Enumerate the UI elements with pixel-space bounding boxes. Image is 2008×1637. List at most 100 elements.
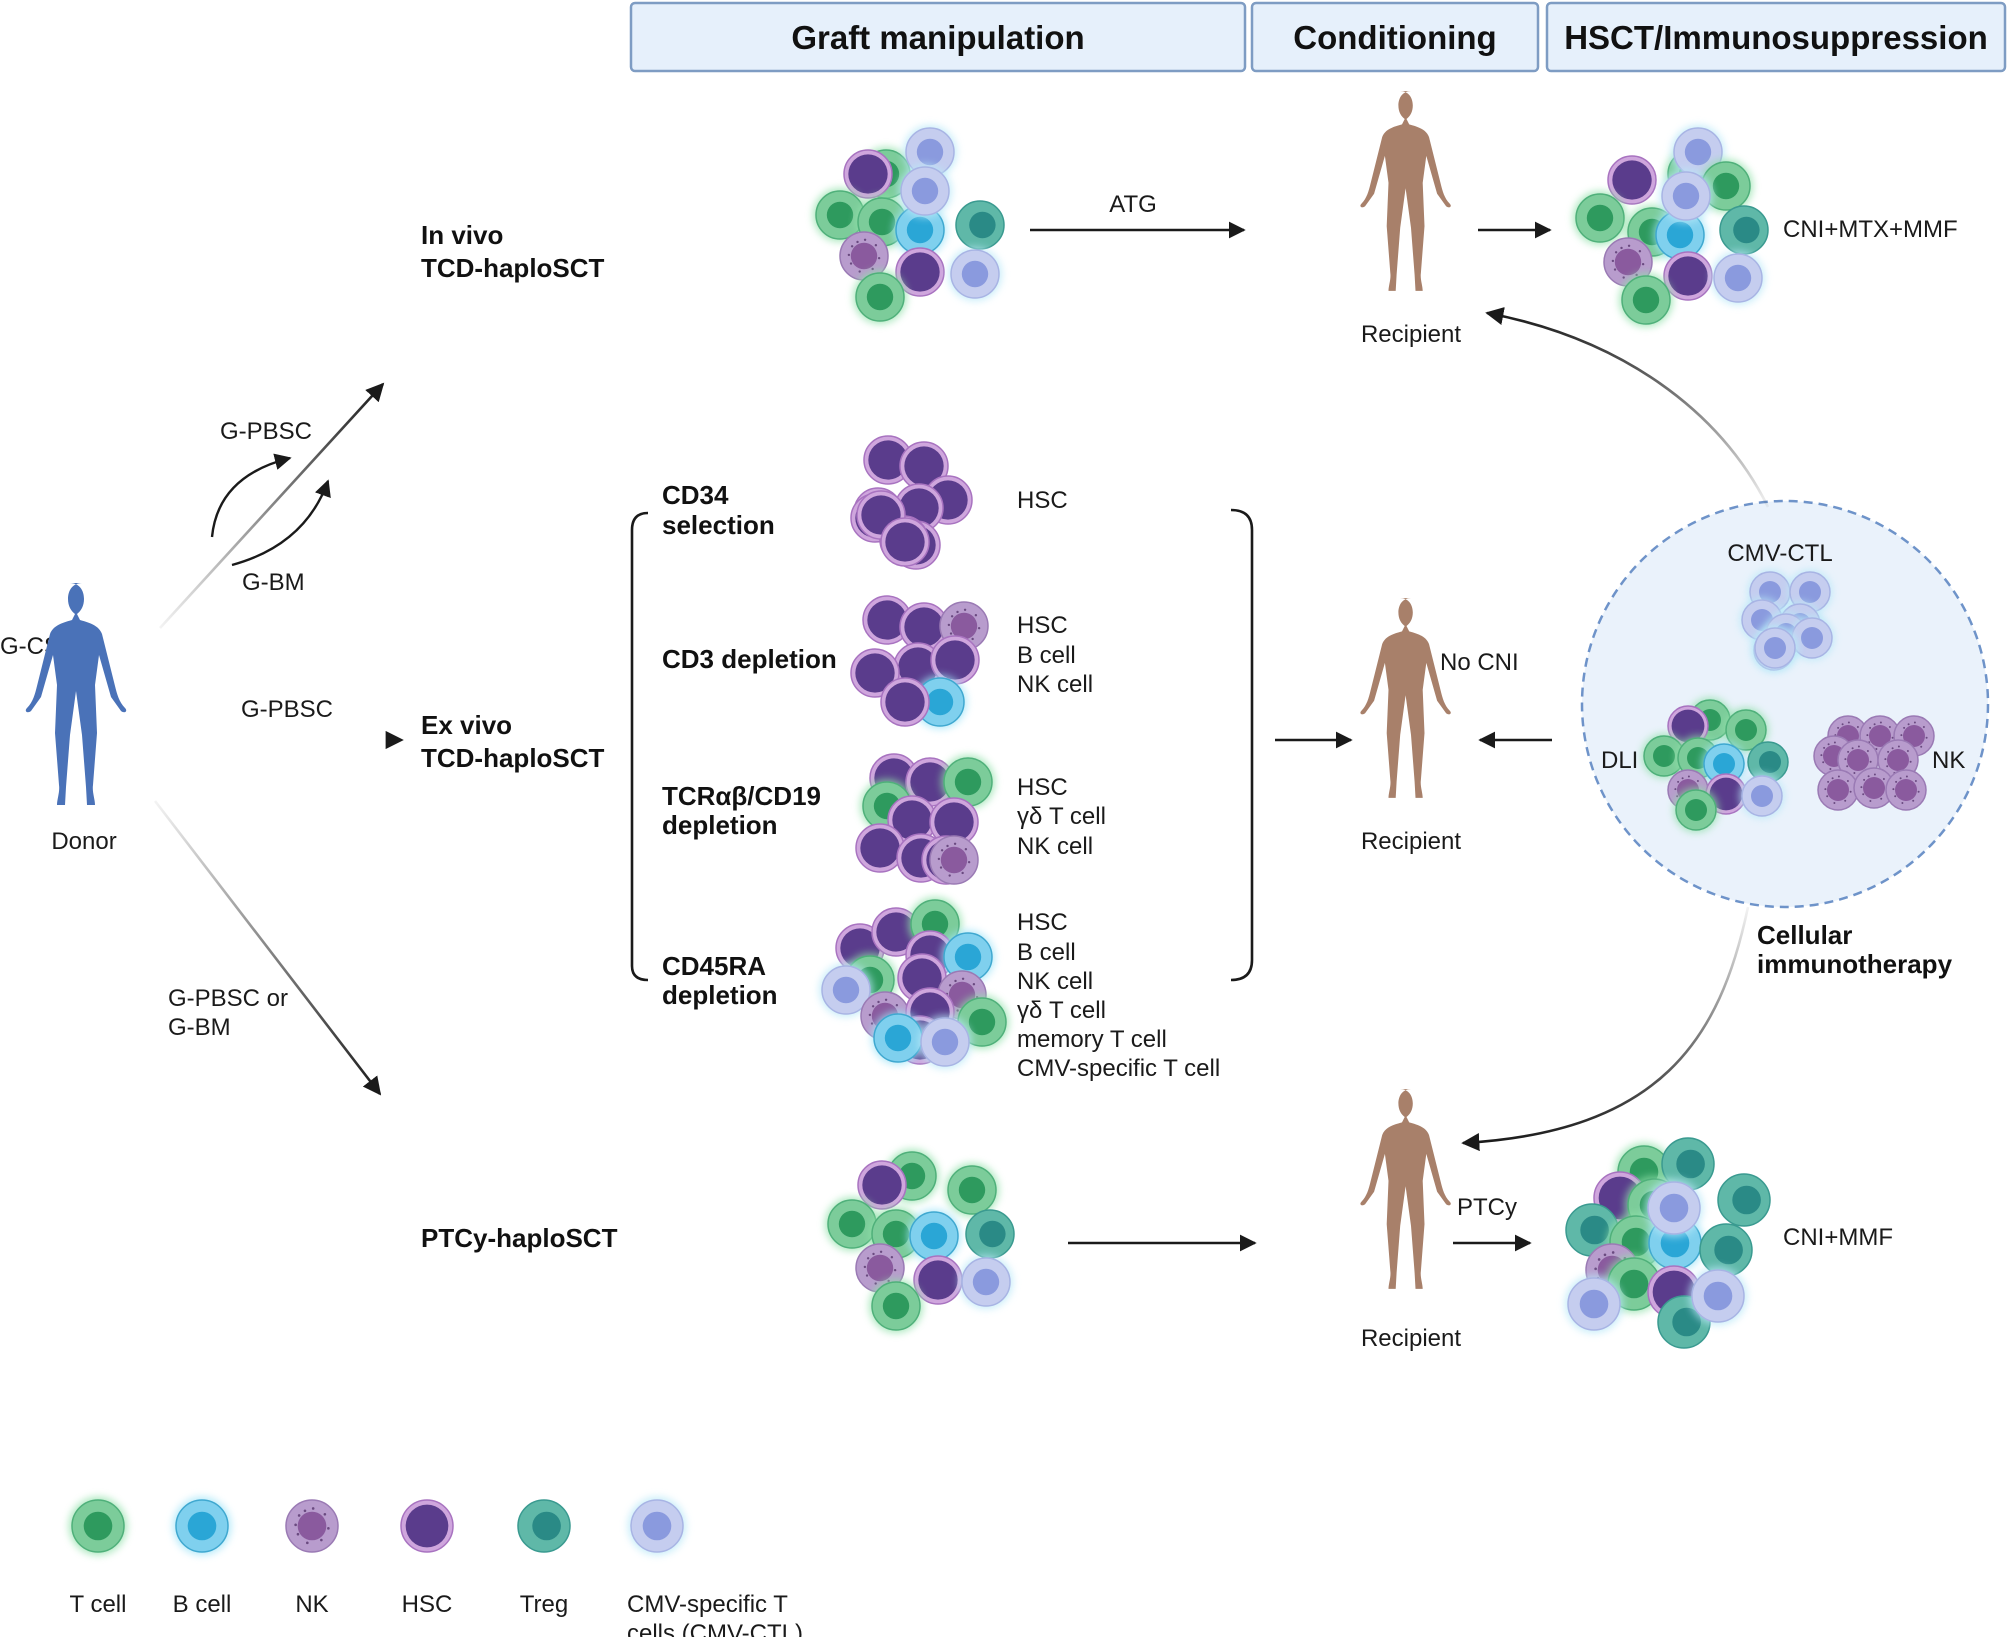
recipient-figure-icon <box>1360 1089 1451 1289</box>
invivo-graft-cluster <box>813 125 1005 324</box>
recipient-figure-icon <box>1360 91 1451 291</box>
hsc-cell-icon <box>843 149 893 199</box>
legend-label: NK <box>295 1591 328 1618</box>
hsc-cell-icon <box>857 1160 907 1210</box>
bcell-cell-icon <box>1701 741 1747 787</box>
exvivo-title-2: TCD-haploSCT <box>421 743 605 773</box>
tcell-cell-icon <box>1723 707 1769 753</box>
header-graft-manipulation: Graft manipulation <box>629 1 1247 73</box>
bcell-cell-icon <box>893 203 947 257</box>
treg-cell-icon <box>1717 1173 1771 1227</box>
hsc-cell-icon <box>1607 155 1657 205</box>
cmv-ctl-label: CMV-CTL <box>1727 540 1832 567</box>
donor-to-invivo-arrow <box>159 382 385 629</box>
tcrab-cell-0: HSC <box>1017 774 1068 801</box>
treg-cell-icon <box>965 1209 1015 1259</box>
hsc-cell-icon <box>887 795 937 845</box>
cmv-cell-icon <box>1752 625 1798 671</box>
ptcy-post-cluster <box>1564 1137 1771 1349</box>
hsc-cell-icon <box>855 823 905 873</box>
nk-cell-icon <box>839 231 889 281</box>
tcrab-cell-1: γδ T cell <box>1017 803 1106 830</box>
bcell-cell-icon <box>907 1209 961 1263</box>
cd45ra-graft-cluster <box>819 897 1009 1069</box>
hsc-cell-icon <box>899 441 949 491</box>
cd3-cell-2: NK cell <box>1017 671 1093 698</box>
invivo-title-1: In vivo <box>421 220 503 250</box>
ptcy-recipient-label: Recipient <box>1361 1325 1461 1352</box>
exvivo-right-bracket <box>1230 508 1254 982</box>
nk-cell-icon <box>1817 769 1859 811</box>
method-cd34-2: selection <box>662 510 775 540</box>
dli-cluster <box>1641 697 1789 833</box>
legend-label: HSC <box>402 1591 453 1618</box>
cd45ra-cell-3: γδ T cell <box>1017 997 1106 1024</box>
cmv-cell-icon <box>1789 615 1835 661</box>
tcell-cell-icon <box>68 1496 128 1556</box>
cmv-cell-icon <box>819 963 873 1017</box>
legend-label: B cell <box>173 1591 232 1618</box>
tcell-cell-icon <box>1641 733 1687 779</box>
ptcy-source-label-2: G-BM <box>168 1014 231 1041</box>
method-tcrab-2: depletion <box>662 810 778 840</box>
bm-curve-arrow <box>231 479 331 567</box>
cmv-cell-icon <box>948 247 1002 301</box>
treg-cell-icon <box>1699 1223 1753 1277</box>
cd45ra-cell-1: B cell <box>1017 939 1076 966</box>
hsc-cell-icon <box>400 1499 454 1553</box>
exvivo-pbsc-label: G-PBSC <box>241 696 333 723</box>
invivo-pbsc-label: G-PBSC <box>220 418 312 445</box>
treg-cell-icon <box>1747 741 1789 783</box>
treg-cell-icon <box>955 200 1005 250</box>
legend-label: CMV-specific T <box>627 1591 788 1618</box>
hsc-cell-icon <box>895 247 945 297</box>
hsc-cell-icon <box>880 677 930 727</box>
cmv-ctl-cluster <box>1739 569 1835 673</box>
ptcy-graft-cluster <box>825 1149 1015 1333</box>
cd3-cell-1: B cell <box>1017 642 1076 669</box>
cellular-to-invivo-arc <box>1485 307 1770 508</box>
legend-label: T cell <box>70 1591 127 1618</box>
header-conditioning-label: Conditioning <box>1293 19 1496 56</box>
tcell-cell-icon <box>941 755 995 809</box>
legend-label: cells (CMV-CTL) <box>627 1620 803 1637</box>
header-hsct: HSCT/Immunosuppression <box>1545 1 2007 73</box>
method-tcrab-1: TCRαβ/CD19 <box>662 781 821 811</box>
hsc-cell-icon <box>850 648 900 698</box>
cellular-to-ptcy-arc <box>1461 906 1750 1152</box>
method-cd3: CD3 depletion <box>662 644 837 674</box>
tcell-cell-icon <box>945 1163 999 1217</box>
ptcy-immuno-label: CNI+MMF <box>1783 1224 1893 1251</box>
dli-label: DLI <box>1601 747 1638 774</box>
header-hsct-label: HSCT/Immunosuppression <box>1564 19 1988 56</box>
cmv-cell-icon <box>1659 169 1713 223</box>
cellular-title-2: immunotherapy <box>1757 949 1953 979</box>
exvivo-recipient-label: Recipient <box>1361 828 1461 855</box>
ptcy-title: PTCy-haploSCT <box>421 1223 618 1253</box>
nk-cell-icon <box>1885 769 1927 811</box>
cmv-cell-icon <box>898 164 952 218</box>
exvivo-left-bracket <box>630 511 649 982</box>
hsc-cell-icon <box>930 635 980 685</box>
ptcy-agent-label: PTCy <box>1457 1194 1517 1221</box>
invivo-immuno-label: CNI+MTX+MMF <box>1783 216 1958 243</box>
invivo-bm-label: G-BM <box>242 569 305 596</box>
donor-label: Donor <box>51 828 116 855</box>
tcell-cell-icon <box>1619 273 1673 327</box>
tcell-cell-icon <box>813 188 867 242</box>
hsc-cell-icon <box>862 595 912 645</box>
method-cd45ra-1: CD45RA <box>662 951 766 981</box>
cd45ra-cell-2: NK cell <box>1017 968 1093 995</box>
invivo-title-2: TCD-haploSCT <box>421 253 605 283</box>
invivo-recipient-label: Recipient <box>1361 321 1461 348</box>
nk-cell-icon <box>1853 767 1895 809</box>
treg-cell-icon <box>517 1499 571 1553</box>
tcell-cell-icon <box>853 270 907 324</box>
pbsc-curve-arrow <box>210 453 292 538</box>
cellular-title-1: Cellular <box>1757 920 1852 950</box>
cmv-cell-icon <box>1739 773 1785 819</box>
cd45ra-cell-4: memory T cell <box>1017 1026 1167 1053</box>
cd3-graft-cluster <box>850 595 989 729</box>
nk-label: NK <box>1932 747 1965 774</box>
